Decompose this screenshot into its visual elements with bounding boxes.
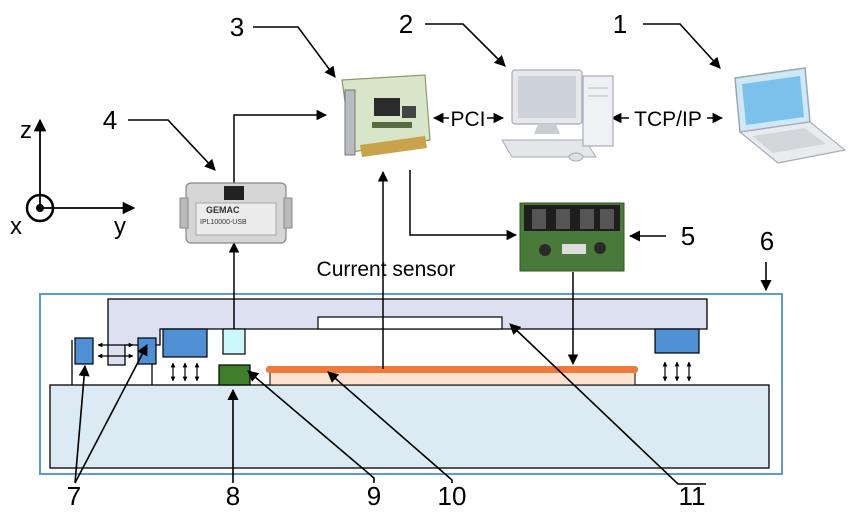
amplifier-board-icon <box>519 202 625 272</box>
desktop-pc-icon <box>501 69 614 162</box>
gemac-model: IPL10000-USB <box>200 219 247 226</box>
label-tcpip: TCP/IP <box>634 108 702 131</box>
callout-5: 5 <box>681 221 695 251</box>
actuator-7b <box>137 337 157 365</box>
callout-11: 11 <box>679 481 706 511</box>
coil-10 <box>266 366 638 373</box>
gemac-device-icon: GEMAC IPL10000-USB <box>179 182 293 244</box>
arrow-device4-to-daq <box>233 109 328 183</box>
actuator-left-top <box>162 328 208 358</box>
daq-card-icon <box>341 74 431 157</box>
callout-4: 4 <box>103 105 117 135</box>
vertical-force-arrows-left <box>170 362 200 382</box>
callout-2: 2 <box>399 9 413 39</box>
arrow-daq-to-amplifier <box>409 170 518 241</box>
axis-z-label: z <box>20 117 32 144</box>
gemac-brand: GEMAC <box>206 205 240 215</box>
callout-1: 1 <box>613 9 627 39</box>
axis-x-label: x <box>10 213 22 240</box>
axis-y-label: y <box>114 213 126 240</box>
gantry-frame <box>107 298 708 366</box>
label-pci: PCI <box>450 108 485 131</box>
laptop-icon <box>734 67 847 164</box>
coil-base <box>269 370 636 386</box>
sensor-9 <box>222 328 246 355</box>
callout-3: 3 <box>230 12 244 42</box>
callout-9: 9 <box>367 481 381 511</box>
x-axis-dot <box>36 204 44 212</box>
label-current-sensor: Current sensor <box>317 258 456 281</box>
callout-10: 10 <box>438 481 467 511</box>
plate-11 <box>317 316 503 330</box>
coordinate-axes <box>25 118 136 223</box>
base-platform <box>49 384 770 469</box>
callout-6: 6 <box>760 226 774 256</box>
actuator-7a <box>74 337 94 365</box>
sensor-8 <box>218 364 251 386</box>
vertical-force-arrows-right <box>662 361 692 382</box>
horizontal-force-arrows <box>97 342 134 359</box>
callout-leaders <box>74 23 772 485</box>
actuator-right <box>654 328 700 354</box>
enclosure-frame <box>39 293 783 475</box>
callout-7: 7 <box>67 481 81 511</box>
callout-8: 8 <box>226 481 240 511</box>
